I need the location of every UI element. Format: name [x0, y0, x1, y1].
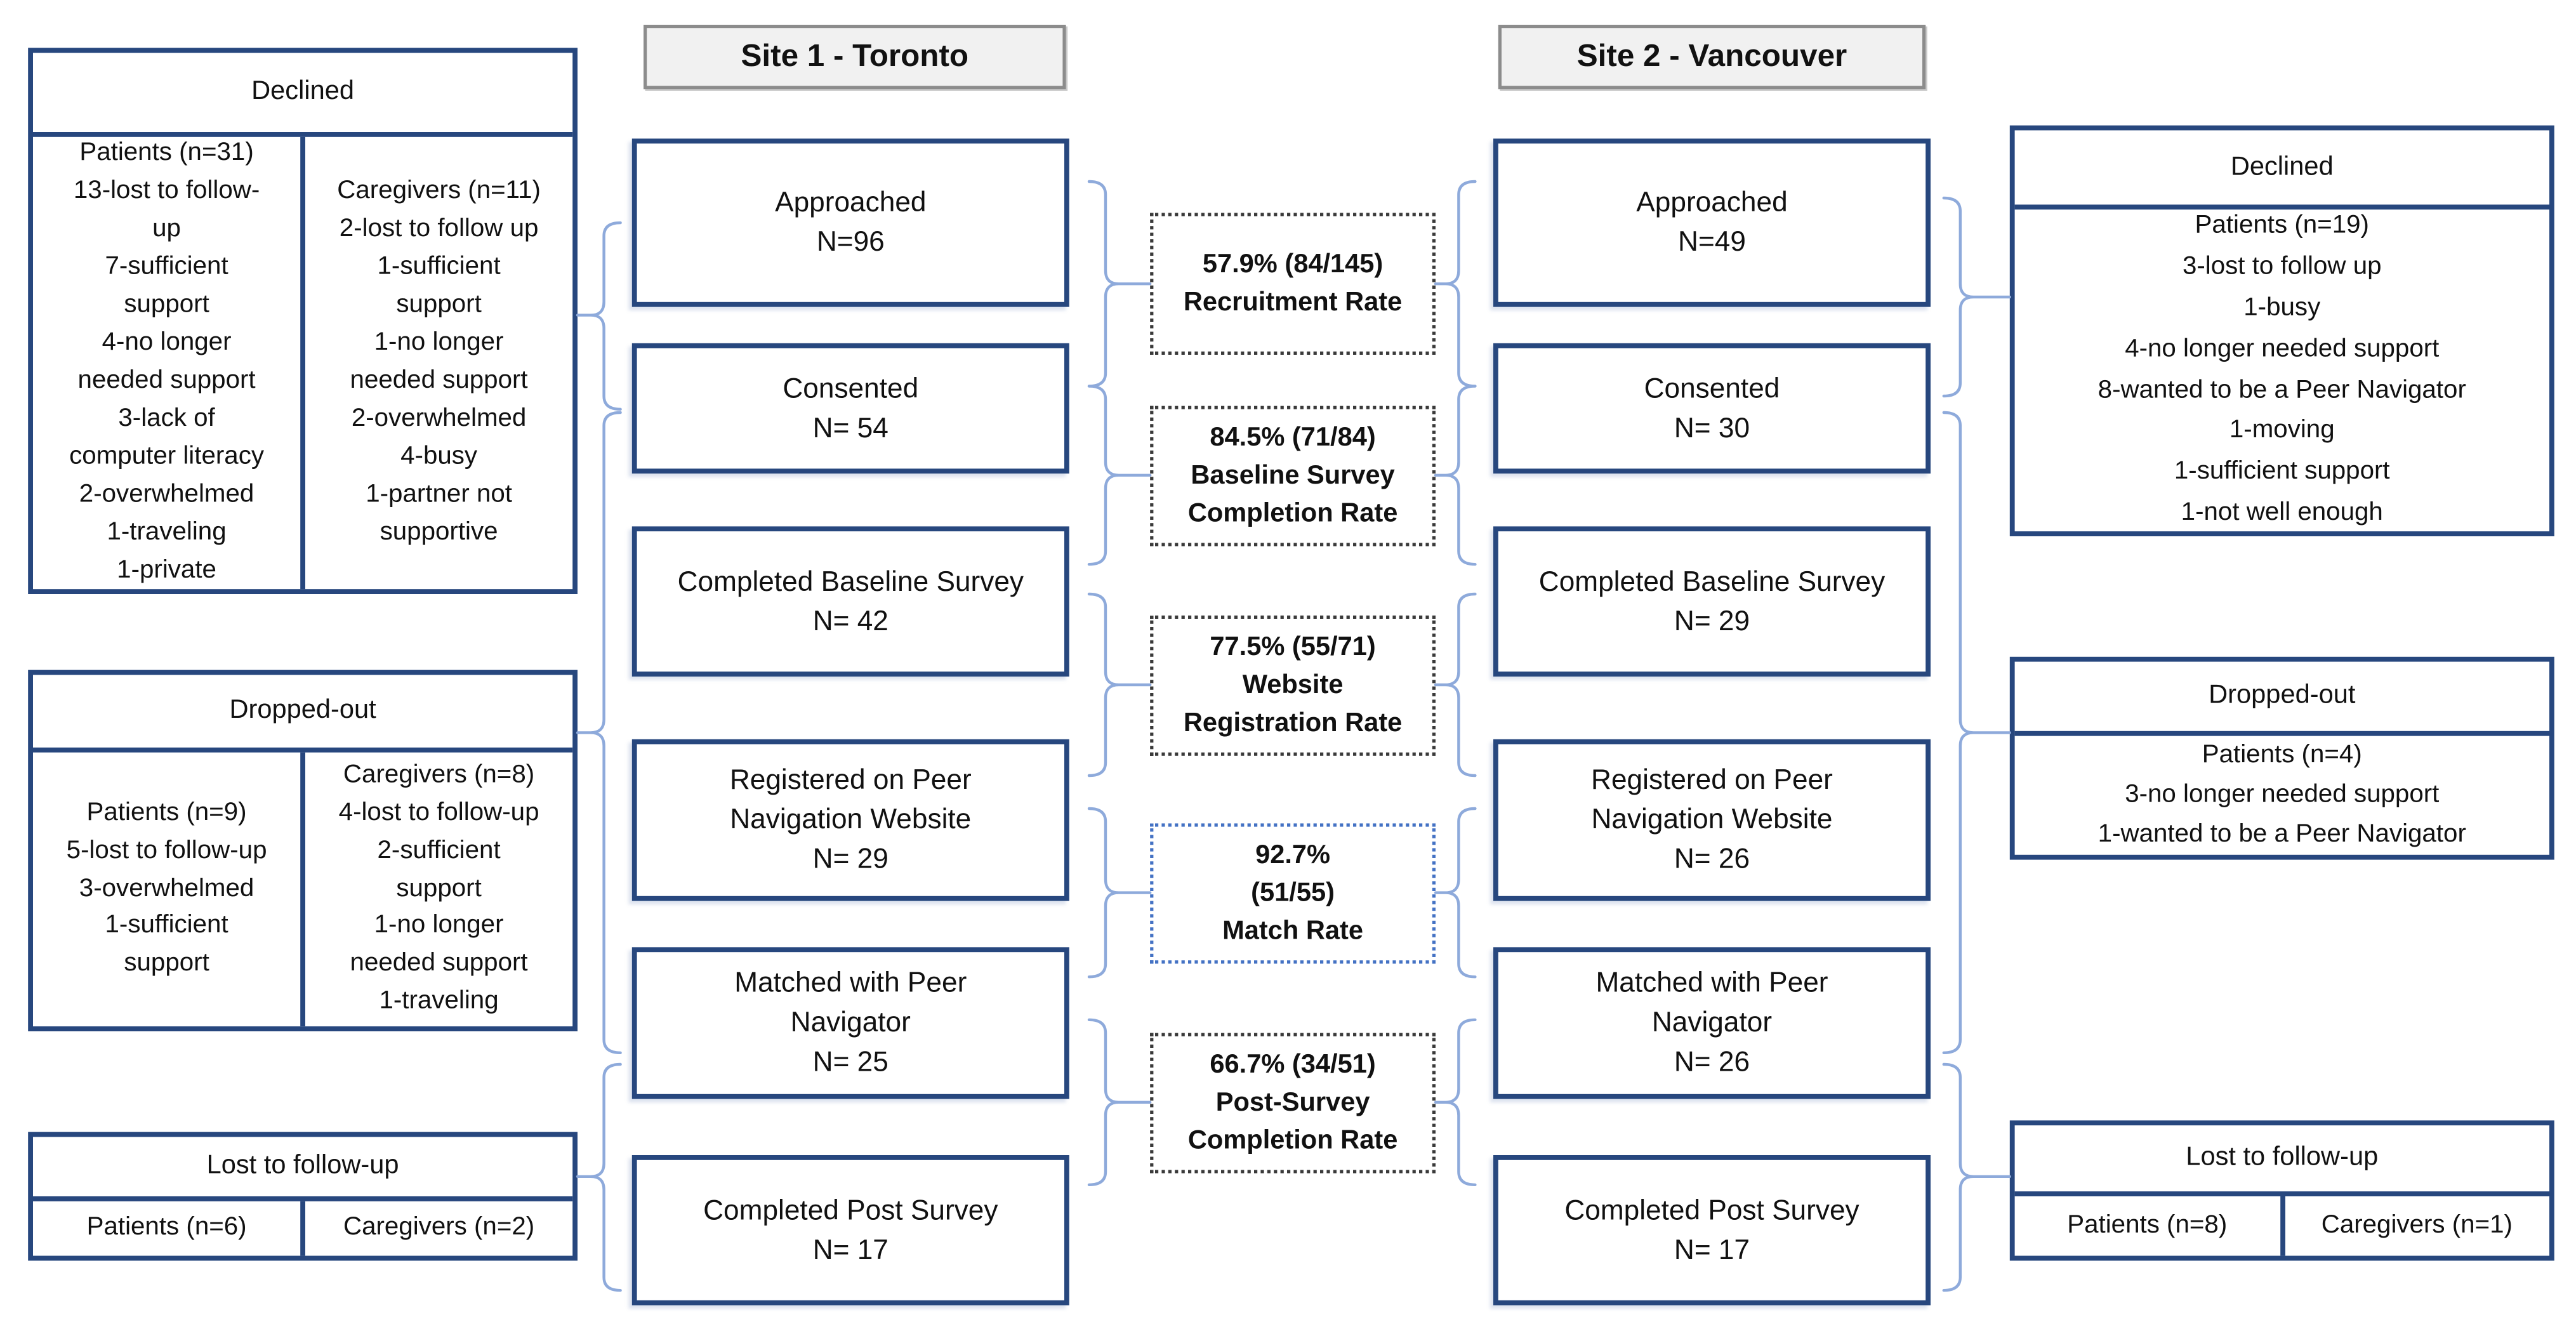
- droppedout-toronto-patients: Patients (n=9) 5-lost to follow-up 3-ove…: [66, 798, 267, 978]
- site1-matched-box: Matched with Peer Navigator N= 25: [631, 947, 1069, 1099]
- site1-baseline-box: Completed Baseline Survey N= 42: [631, 526, 1069, 677]
- brace-site1-website-rate: [1087, 592, 1152, 777]
- site2-matched-box: Matched with Peer Navigator N= 26: [1493, 947, 1931, 1099]
- panel-declined-toronto-body: Patients (n=31) 13-lost to follow- up 7-…: [33, 136, 572, 590]
- brace-site2-postsurvey-rate: [1434, 1018, 1477, 1187]
- panel-declined-vancouver: Declined Patients (n=19) 3-lost to follo…: [2009, 125, 2554, 536]
- panel-declined-vancouver-body: Patients (n=19) 3-lost to follow up 1-bu…: [2015, 209, 2549, 531]
- brace-site1-recruitment: [1087, 180, 1152, 388]
- lost-toronto-caregivers: Caregivers (n=2): [300, 1201, 572, 1256]
- panel-lost-vancouver-body: Patients (n=8) Caregivers (n=1): [2015, 1196, 2549, 1256]
- baseline-completion-rate-box: 84.5% (71/84) Baseline Survey Completion…: [1150, 406, 1436, 546]
- brace-site1-droppedout: [576, 411, 622, 1055]
- panel-lost-toronto-body: Patients (n=6) Caregivers (n=2): [33, 1201, 572, 1256]
- lost-vancouver-caregivers: Caregivers (n=1): [2279, 1196, 2549, 1256]
- recruitment-rate-box: 57.9% (84/145) Recruitment Rate: [1150, 213, 1436, 355]
- site1-approached-box: Approached N=96: [631, 138, 1069, 307]
- panel-droppedout-vancouver: Dropped-out Patients (n=4) 3-no longer n…: [2009, 656, 2554, 860]
- site2-approached-box: Approached N=49: [1493, 138, 1931, 307]
- brace-site1-lost: [576, 1062, 622, 1292]
- droppedout-vancouver-patients: Patients (n=4) 3-no longer needed suppor…: [2097, 741, 2466, 849]
- lost-vancouver-patients: Patients (n=8): [2067, 1210, 2228, 1239]
- brace-site2-recruitment: [1434, 180, 1477, 388]
- site2-baseline-box: Completed Baseline Survey N= 29: [1493, 526, 1931, 677]
- site2-postsurvey-box: Completed Post Survey N= 17: [1493, 1154, 1931, 1305]
- panel-droppedout-toronto-body: Patients (n=9) 5-lost to follow-up 3-ove…: [33, 752, 572, 1027]
- panel-lost-vancouver-title: Lost to follow-up: [2014, 1125, 2549, 1196]
- brace-site1-postsurvey-rate: [1087, 1018, 1152, 1187]
- match-rate-box: 92.7% (51/55) Match Rate: [1150, 823, 1436, 964]
- brace-site2-match-rate: [1434, 807, 1477, 979]
- brace-site2-droppedout: [1942, 411, 2012, 1055]
- brace-site2-lost: [1942, 1062, 2012, 1292]
- site1-header: Site 1 - Toronto: [643, 25, 1066, 89]
- droppedout-toronto-caregivers: Caregivers (n=8) 4-lost to follow-up 2-s…: [300, 752, 572, 1027]
- brace-site2-baseline-rate: [1434, 385, 1477, 566]
- site2-consented-box: Consented N= 30: [1493, 343, 1931, 474]
- panel-declined-toronto-title: Declined: [33, 53, 573, 137]
- website-registration-rate-box: 77.5% (55/71) Website Registration Rate: [1150, 615, 1436, 756]
- declined-vancouver-patients: Patients (n=19) 3-lost to follow up 1-bu…: [2097, 211, 2466, 527]
- brace-site1-baseline-rate: [1087, 385, 1152, 566]
- panel-declined-toronto: Declined Patients (n=31) 13-lost to foll…: [28, 48, 578, 594]
- panel-droppedout-toronto-title: Dropped-out: [33, 675, 573, 753]
- lost-toronto-patients: Patients (n=6): [86, 1213, 247, 1241]
- panel-droppedout-vancouver-title: Dropped-out: [2014, 662, 2549, 736]
- site1-postsurvey-box: Completed Post Survey N= 17: [631, 1154, 1069, 1305]
- brace-site1-match-rate: [1087, 807, 1152, 979]
- site2-header: Site 2 - Vancouver: [1498, 25, 1926, 89]
- declined-toronto-caregivers: Caregivers (n=11) 2-lost to follow up 1-…: [300, 136, 572, 590]
- brace-site2-declined: [1942, 196, 2012, 398]
- panel-lost-vancouver: Lost to follow-up Patients (n=8) Caregiv…: [2009, 1120, 2554, 1261]
- site2-registered-box: Registered on Peer Navigation Website N=…: [1493, 739, 1931, 901]
- panel-droppedout-toronto: Dropped-out Patients (n=9) 5-lost to fol…: [28, 670, 578, 1031]
- panel-lost-toronto: Lost to follow-up Patients (n=6) Caregiv…: [28, 1132, 578, 1261]
- panel-declined-vancouver-title: Declined: [2014, 130, 2549, 210]
- brace-site2-website-rate: [1434, 592, 1477, 777]
- postsurvey-completion-rate-box: 66.7% (34/51) Post-Survey Completion Rat…: [1150, 1033, 1436, 1173]
- brace-site1-declined: [576, 221, 622, 411]
- panel-droppedout-vancouver-body: Patients (n=4) 3-no longer needed suppor…: [2015, 736, 2549, 855]
- panel-lost-toronto-title: Lost to follow-up: [33, 1137, 573, 1201]
- site1-registered-box: Registered on Peer Navigation Website N=…: [631, 739, 1069, 901]
- declined-toronto-patients: Patients (n=31) 13-lost to follow- up 7-…: [69, 139, 264, 584]
- site1-consented-box: Consented N= 54: [631, 343, 1069, 474]
